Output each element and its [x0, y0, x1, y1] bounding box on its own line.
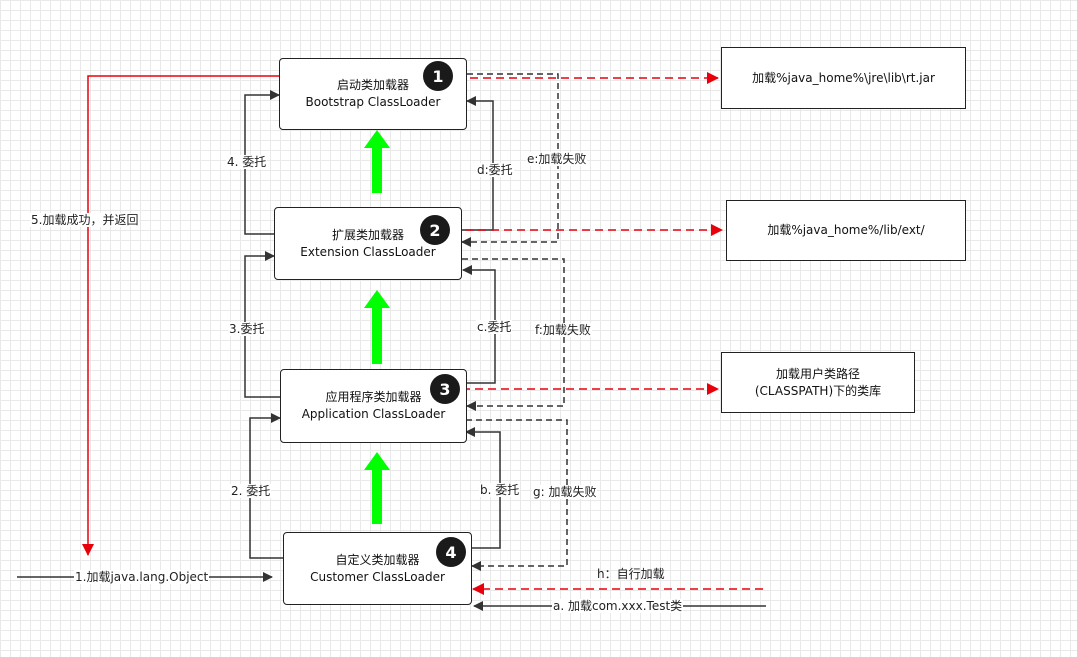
- application-loader-subtitle: Application ClassLoader: [301, 407, 446, 421]
- delegate-label-c: c.委托: [476, 320, 513, 334]
- application-loader-title: 应用程序类加载器: [325, 390, 422, 404]
- badge-4: 4: [436, 537, 466, 567]
- delegate-label-4: 4. 委托: [226, 155, 268, 169]
- delegate-label-3: 3.委托: [228, 322, 266, 336]
- classpath-target-line1: 加载用户类路径: [775, 366, 860, 381]
- classpath-target-box: 加载用户类路径 (CLASSPATH)下的类库: [721, 352, 915, 413]
- customer-loader-title: 自定义类加载器: [335, 552, 420, 567]
- badge-2: 2: [420, 215, 450, 245]
- application-loader-box: 应用程序类加载器 Application ClassLoader: [280, 369, 467, 443]
- delegate-label-d: d:委托: [476, 163, 514, 177]
- self-load-label: h：自行加载: [597, 567, 665, 581]
- delegate-label-b: b. 委托: [479, 483, 521, 497]
- load-test-label: a. 加载com.xxx.Test类: [552, 599, 684, 613]
- ext-target-text: 加载%java_home%/lib/ext/: [767, 223, 925, 237]
- fail-label-g: g: 加载失败: [532, 485, 598, 499]
- fail-label-f: f:加载失败: [534, 323, 592, 337]
- bootstrap-loader-subtitle: Bootstrap ClassLoader: [305, 95, 441, 109]
- success-return-label: 5.加载成功，并返回: [30, 213, 140, 227]
- green-up-arrow-1: [364, 130, 390, 193]
- load-object-label: 1.加载java.lang.Object: [74, 570, 210, 584]
- classpath-target-line2: (CLASSPATH)下的类库: [754, 383, 882, 398]
- success-return-line: [82, 75, 279, 556]
- fail-label-e: e:加载失败: [526, 152, 588, 166]
- badge-1: 1: [423, 61, 453, 91]
- extension-loader-subtitle: Extension ClassLoader: [300, 244, 436, 259]
- ext-target-box: 加载%java_home%/lib/ext/: [726, 200, 966, 261]
- green-up-arrow-2: [364, 290, 390, 364]
- badge-3: 3: [430, 374, 460, 404]
- green-up-arrow-3: [364, 452, 390, 524]
- rt-jar-target-box: 加载%java_home%\jre\lib\rt.jar: [721, 47, 966, 109]
- extension-loader-title: 扩展类加载器: [331, 227, 404, 242]
- rt-jar-target-text: 加载%java_home%\jre\lib\rt.jar: [752, 70, 935, 85]
- delegate-label-2: 2. 委托: [230, 484, 272, 498]
- customer-loader-subtitle: Customer ClassLoader: [310, 569, 445, 584]
- bootstrap-loader-title: 启动类加载器: [336, 78, 409, 92]
